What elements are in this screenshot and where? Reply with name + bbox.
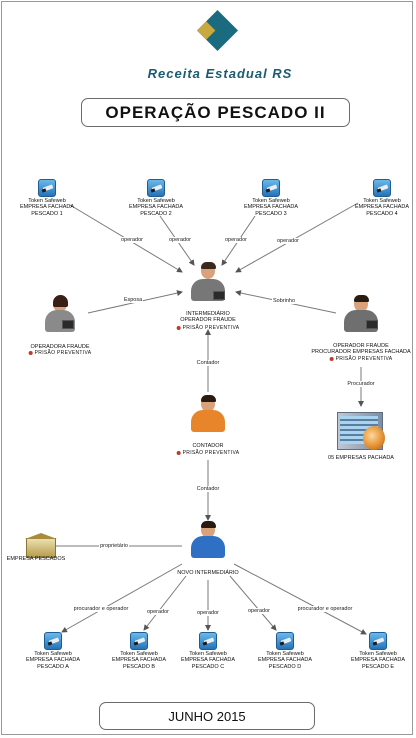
label-novo-intermediario: NOVO INTERMEDIÁRIO (177, 570, 239, 576)
label-empresas: 05 EMPRESAS PACHADA (328, 455, 394, 461)
edge-label-sobrinho: Sobrinho (271, 298, 297, 304)
token-icon (276, 632, 294, 650)
person-operadora-icon (42, 295, 78, 338)
edge-label-operador-1: operador (119, 237, 145, 243)
edge-label-operador-4: operador (275, 238, 301, 244)
edge-label-proc-op-a: procurador e operador (72, 606, 130, 612)
page-title: OPERAÇÃO PESCADO II (81, 98, 350, 127)
token-icon (373, 179, 391, 197)
edge-token4-intermediario (235, 202, 359, 273)
company-building-icon (25, 533, 57, 558)
edge-label-procurador: Procurador (346, 381, 376, 387)
org-name: Receita Estadual RS (147, 66, 293, 81)
edge-label-proprietario: proprietário (99, 543, 129, 549)
status-badge-procurador: PRISÃO PREVENTIVA (329, 356, 393, 362)
edge-label-contador-1: Contador (195, 360, 221, 366)
edge-novo-token-e (233, 563, 367, 635)
edge-label-proc-op-e: procurador e operador (296, 606, 354, 612)
edge-label-operador-2: operador (167, 237, 193, 243)
edge-label-operador-c: operador (195, 610, 221, 616)
person-contador-icon (187, 395, 229, 442)
edge-label-operador-3: operador (223, 237, 249, 243)
token-icon (369, 632, 387, 650)
edge-label-esposa: Esposa (122, 297, 144, 303)
edge-novo-token-d (229, 575, 277, 631)
edge-label-operador-d: operador (246, 608, 272, 614)
label-contador: CONTADOR (192, 443, 224, 449)
label-operadora: OPERADORA FRAUDE (30, 344, 90, 350)
token-icon (199, 632, 217, 650)
date-label: JUNHO 2015 (99, 702, 315, 730)
status-badge-operadora: PRISÃO PREVENTIVA (28, 350, 92, 356)
person-novo-intermediario-icon (187, 521, 229, 568)
token-icon (38, 179, 56, 197)
token-icon (44, 632, 62, 650)
edge-novo-token-a (61, 563, 183, 633)
token-icon (147, 179, 165, 197)
edge-label-contador-2: Contador (195, 486, 221, 492)
status-badge-contador: PRISÃO PREVENTIVA (176, 450, 240, 456)
status-badge-intermediario: PRISÃO PREVENTIVA (176, 325, 240, 331)
token-icon (262, 179, 280, 197)
token-icon (130, 632, 148, 650)
shell-companies-icon (337, 408, 387, 452)
label-empresa-pescados: EMPRESA PESCADOS (6, 556, 66, 562)
person-intermediario-icon (187, 262, 229, 309)
edge-label-operador-b: operador (145, 609, 171, 615)
edge-novo-token-b (143, 575, 187, 631)
person-procurador-icon (342, 295, 380, 340)
